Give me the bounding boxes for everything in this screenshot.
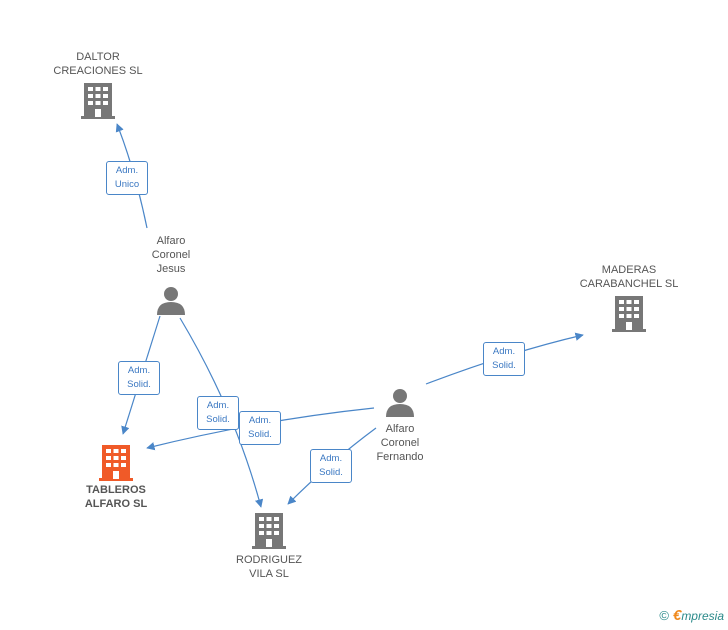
relation-badge-fernando-maderas: Adm. Solid. xyxy=(483,342,525,376)
company-node-rodriguez[interactable]: RODRIGUEZ VILA SL xyxy=(219,513,319,581)
building-icon xyxy=(81,83,115,119)
brand-logo: €mpresia xyxy=(672,607,724,624)
person-icon xyxy=(157,287,185,315)
person-node-jesus[interactable]: Alfaro Coronel Jesus xyxy=(131,234,211,316)
relation-badge-jesus-rodriguez: Adm. Solid. xyxy=(197,396,239,430)
relation-badge-jesus-daltor: Adm. Unico xyxy=(106,161,148,195)
company-node-tableros[interactable]: TABLEROS ALFARO SL xyxy=(66,445,166,511)
relation-badge-fernando-rodriguez: Adm. Solid. xyxy=(310,449,352,483)
person-label: Alfaro Coronel Jesus xyxy=(151,235,191,275)
company-label: RODRIGUEZ VILA SL xyxy=(236,554,302,580)
building-icon xyxy=(99,445,133,481)
relation-badge-fernando-tableros: Adm. Solid. xyxy=(239,411,281,445)
building-icon xyxy=(252,513,286,549)
person-label: Alfaro Coronel Fernando xyxy=(376,423,424,463)
copyright-symbol: © xyxy=(659,608,669,623)
brand-name: mpresia xyxy=(681,609,724,623)
building-icon xyxy=(612,296,646,332)
company-label: DALTOR CREACIONES SL xyxy=(53,51,143,77)
company-node-maderas[interactable]: MADERAS CARABANCHEL SL xyxy=(573,263,685,332)
brand-footer: ©€mpresia xyxy=(659,607,724,624)
company-label: TABLEROS ALFARO SL xyxy=(84,484,148,510)
relation-badge-jesus-tableros: Adm. Solid. xyxy=(118,361,160,395)
company-label: MADERAS CARABANCHEL SL xyxy=(579,264,679,290)
person-icon xyxy=(386,389,414,417)
brand-initial: € xyxy=(672,607,682,624)
person-node-fernando[interactable]: Alfaro Coronel Fernando xyxy=(360,388,440,464)
company-node-daltor[interactable]: DALTOR CREACIONES SL xyxy=(48,50,148,119)
